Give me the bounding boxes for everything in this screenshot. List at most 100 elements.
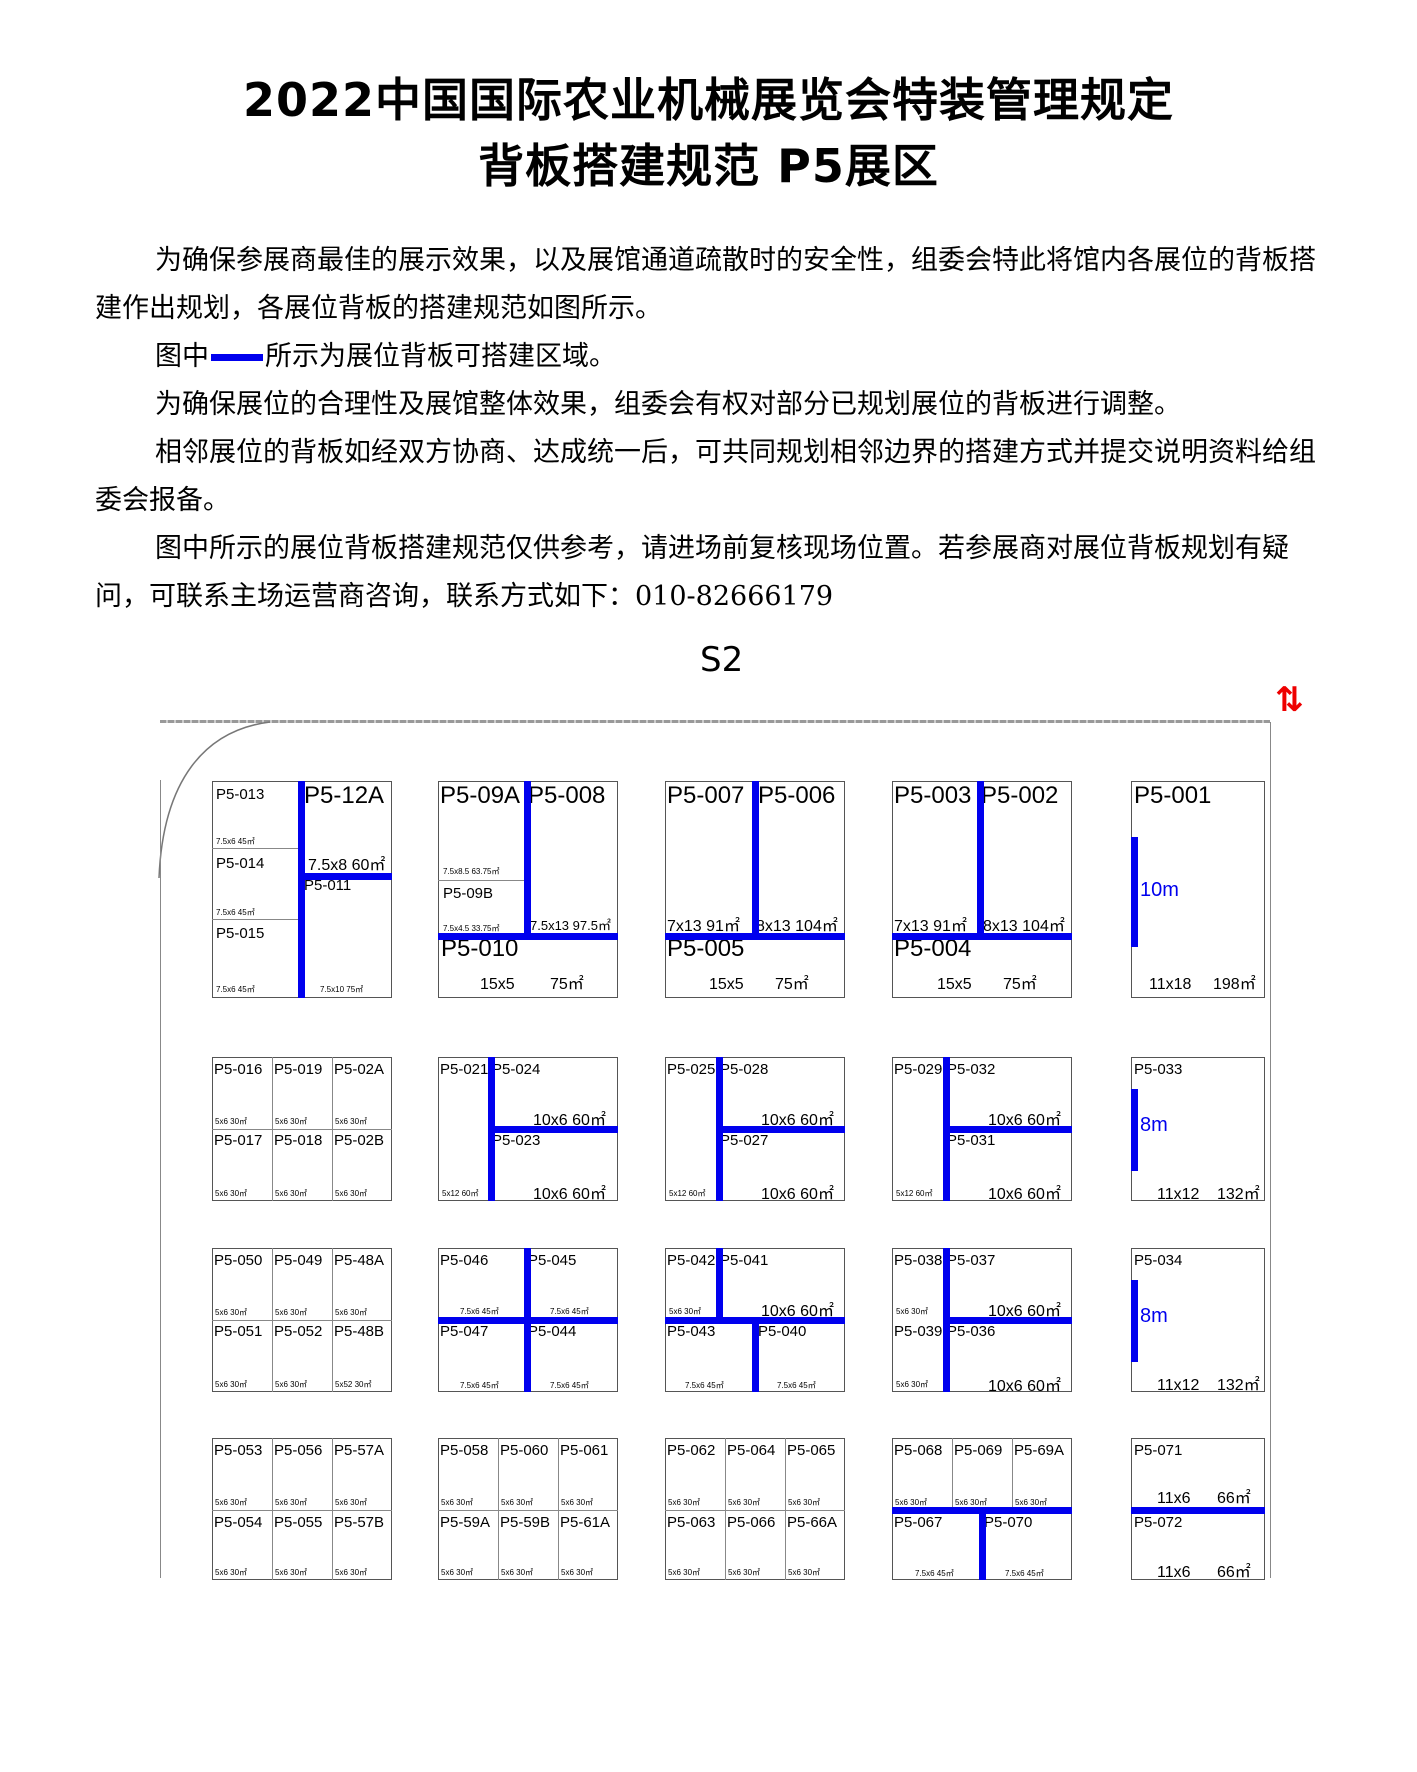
booth-label: P5-058 (440, 1442, 489, 1459)
backboard-bar (943, 1317, 1072, 1324)
booth-size: 11x12 (1157, 1377, 1200, 1394)
divider (212, 919, 299, 920)
booth-size: 5x6 30㎡ (215, 1498, 248, 1507)
backboard-length: 10m (1140, 879, 1179, 901)
divider (212, 1320, 392, 1321)
booth-size: 10x6 60㎡ (988, 1378, 1061, 1395)
booth-label: P5-008 (528, 782, 606, 809)
backboard-length: 8m (1140, 1305, 1168, 1327)
booth-label: P5-48A (334, 1252, 385, 1269)
booth-label: P5-041 (720, 1252, 769, 1269)
booth-size: 5x6 30㎡ (788, 1498, 821, 1507)
backboard-bar (298, 873, 392, 880)
booth-label: P5-062 (667, 1442, 716, 1459)
booth-label: P5-09A (440, 782, 521, 809)
hall-right-wall (1270, 722, 1271, 1578)
booth-size: 8x13 104㎡ (756, 918, 838, 935)
backboard-bar (979, 1510, 986, 1580)
booth-size: 7.5x8.5 63.75㎡ (443, 867, 500, 876)
booth-label: P5-57B (334, 1514, 385, 1531)
booth-size: 7x13 91㎡ (894, 918, 967, 935)
booth-size: 5x6 30㎡ (215, 1117, 248, 1126)
booth-label: P5-056 (274, 1442, 323, 1459)
booth-size: 15x5 (480, 976, 515, 993)
booth-label: P5-051 (214, 1323, 263, 1340)
page-title-line1: 2022中国国际农业机械展览会特装管理规定 (242, 73, 1175, 127)
booth-size: 7.5x4.5 33.75㎡ (443, 924, 500, 933)
booth-size: 5x6 30㎡ (1015, 1498, 1048, 1507)
booth-label: P5-044 (528, 1323, 577, 1340)
booth-size: 5x6 30㎡ (728, 1568, 761, 1577)
divider (332, 1438, 333, 1580)
backboard-bar (1131, 1280, 1138, 1362)
backboard-bar (892, 933, 1072, 940)
booth-label: P5-007 (667, 782, 745, 809)
booth-size: 5x6 30㎡ (561, 1568, 594, 1577)
booth-size: 7.5x6 45㎡ (550, 1307, 589, 1316)
backboard-bar (488, 1126, 618, 1133)
intro-paragraph: 为确保参展商最佳的展示效果，以及展馆通道疏散时的安全性，组委会特此将馆内各展位的… (95, 245, 1316, 324)
divider (558, 1438, 559, 1580)
booth-label: P5-036 (947, 1323, 996, 1340)
booth-label: P5-006 (758, 782, 836, 809)
booth-label: P5-040 (758, 1323, 807, 1340)
booth-size: 5x6 30㎡ (501, 1498, 534, 1507)
booth-label: P5-060 (500, 1442, 549, 1459)
booth-size: 10x6 60㎡ (761, 1112, 834, 1129)
booth-label: P5-016 (214, 1061, 263, 1078)
booth-label: P5-013 (216, 786, 265, 803)
booth-label: P5-015 (216, 925, 265, 942)
booth-size: 5x6 30㎡ (788, 1568, 821, 1577)
booth-label: P5-59A (440, 1514, 491, 1531)
backboard-bar (716, 1126, 845, 1133)
booth-label: P5-12A (304, 782, 385, 809)
divider (272, 1438, 273, 1580)
booth-area: 198㎡ (1213, 976, 1256, 993)
legend-text-post: 所示为展位背板可搭建区域。 (265, 341, 616, 372)
booth-size: 7.5x6 45㎡ (1005, 1569, 1044, 1578)
booth-size: 7.5x6 45㎡ (216, 908, 255, 917)
booth-label: P5-014 (216, 855, 265, 872)
booth-size: 10x6 60㎡ (761, 1186, 834, 1203)
backboard-bar (977, 781, 984, 937)
backboard-bar (716, 1248, 723, 1320)
backboard-bar (943, 1126, 1072, 1133)
booth-label: P5-66A (787, 1514, 838, 1531)
hall-corner-curve (158, 721, 271, 879)
booth-size: 7.5x6 45㎡ (216, 985, 255, 994)
booth-label: P5-003 (894, 782, 972, 809)
booth-label: P5-61A (560, 1514, 611, 1531)
divider (212, 1510, 392, 1511)
legend-paragraph: 图中 所示为展位背板可搭建区域。 (95, 333, 1393, 381)
booth-size: 7.5x13 97.5㎡ (530, 918, 611, 933)
booth-size: 5x52 30㎡ (335, 1380, 372, 1389)
legend-text-pre: 图中 (155, 341, 209, 372)
backboard-bar (438, 933, 618, 940)
booth-label: P5-070 (984, 1514, 1033, 1531)
booth-label: P5-023 (492, 1132, 541, 1149)
divider (1012, 1438, 1013, 1510)
booth-size: 10x6 60㎡ (533, 1186, 606, 1203)
booth-label: P5-053 (214, 1442, 263, 1459)
backboard-bar (1131, 1507, 1265, 1514)
booth-area: 66㎡ (1217, 1564, 1251, 1581)
booth-size: 5x6 30㎡ (501, 1568, 534, 1577)
booth-size: 10x6 60㎡ (761, 1303, 834, 1320)
backboard-bar (752, 781, 759, 937)
booth-size: 5x12 60㎡ (442, 1189, 479, 1198)
booth-size: 5x6 30㎡ (275, 1117, 308, 1126)
booth-size: 11x12 (1157, 1186, 1200, 1203)
booth-size: 10x6 60㎡ (988, 1303, 1061, 1320)
booth-label: P5-038 (894, 1252, 943, 1269)
booth-block-p (212, 1438, 392, 1580)
booth-size: 10x6 60㎡ (988, 1112, 1061, 1129)
booth-label: P5-69A (1014, 1442, 1065, 1459)
booth-size: 11x6 (1157, 1490, 1191, 1507)
booth-label: P5-09B (443, 885, 494, 902)
booth-label: P5-055 (274, 1514, 323, 1531)
booth-size: 5x6 30㎡ (335, 1308, 368, 1317)
booth-area: 75㎡ (550, 976, 584, 993)
booth-size: 5x6 30㎡ (215, 1189, 248, 1198)
up-down-arrows-icon: ⇅ (1275, 680, 1304, 720)
hall-top-wall (160, 720, 1270, 723)
